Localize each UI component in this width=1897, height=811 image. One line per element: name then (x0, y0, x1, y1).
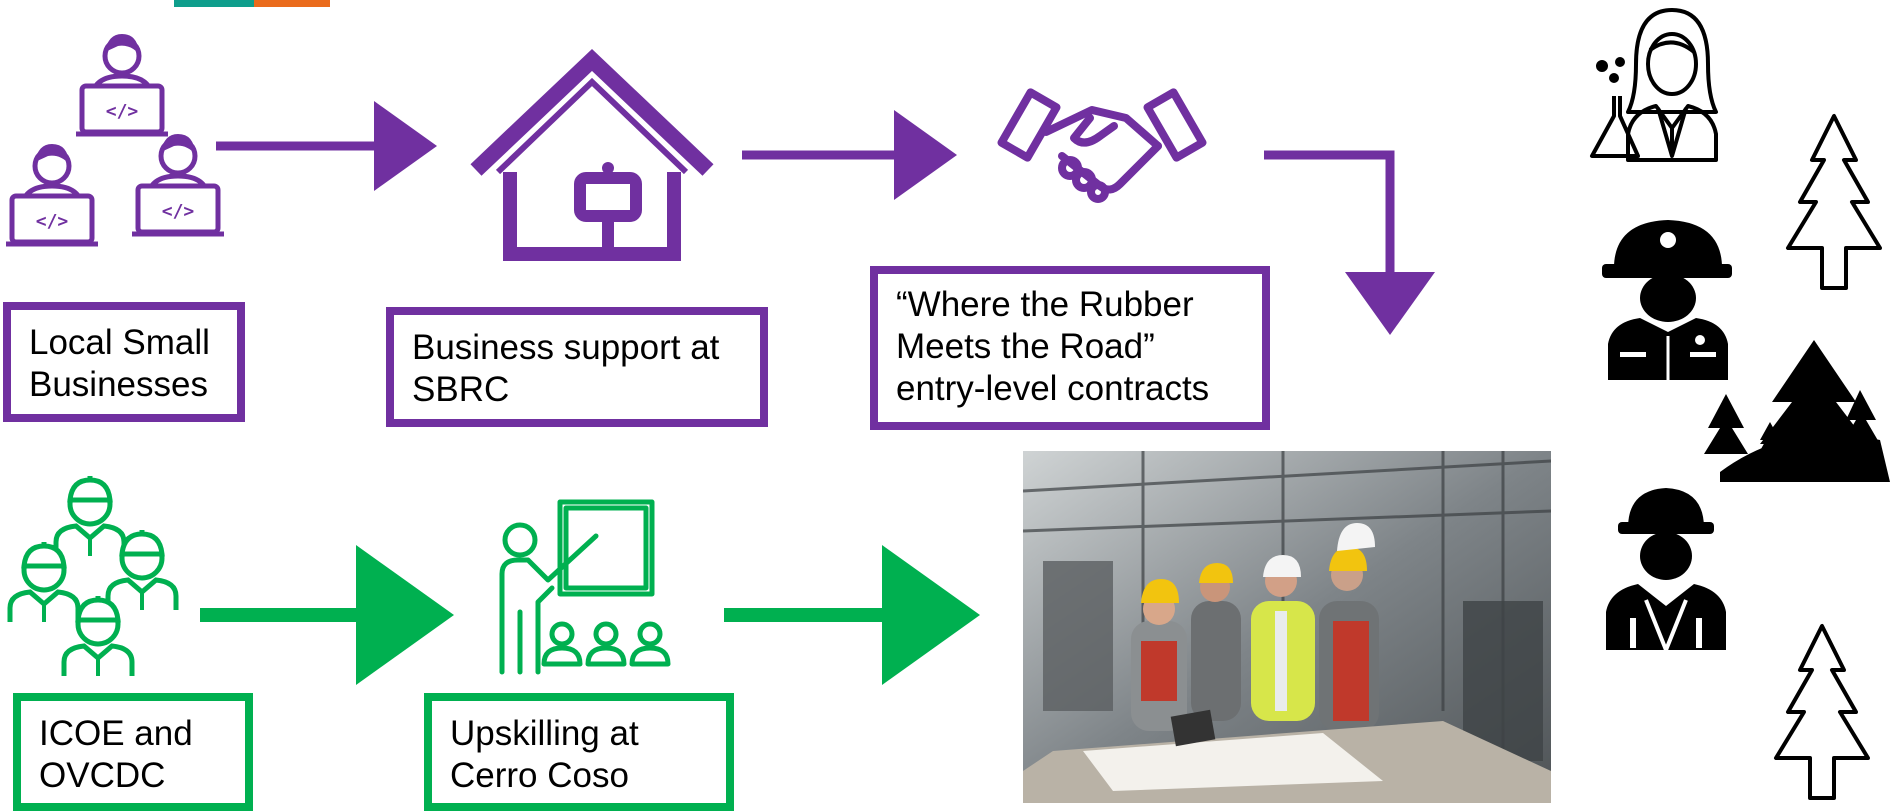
box-text-line: SBRC (412, 370, 510, 409)
box-text-line: Businesses (29, 365, 208, 404)
developers-group-icon (6, 34, 224, 244)
accent-bar-teal (174, 0, 254, 7)
box-text-line: entry-level contracts (896, 369, 1210, 408)
box-text-line: Upskilling at (450, 714, 639, 753)
house-with-sign-icon (470, 48, 714, 261)
box-text-line: OVCDC (39, 756, 166, 795)
local-small-businesses-box: Local Small Businesses (3, 302, 245, 422)
accent-bar-orange (254, 0, 330, 7)
box-text-line: “Where the Rubber (896, 285, 1194, 324)
construction-worker-icon (1606, 488, 1726, 656)
upskilling-box: Upskilling at Cerro Coso (424, 693, 734, 811)
box-text-line: Meets the Road” (896, 327, 1155, 366)
box-text-line: Business support at (412, 328, 720, 367)
business-support-box: Business support at SBRC (386, 307, 768, 427)
construction-workers-photo (1023, 451, 1551, 803)
icoe-ovcdc-box: ICOE and OVCDC (13, 693, 253, 811)
firefighter-icon (1602, 220, 1732, 380)
box-text-line: ICOE and (39, 714, 193, 753)
arrow-to-workforce (1264, 150, 1435, 335)
scientist-icon (1590, 8, 1718, 162)
handshake-icon (997, 88, 1207, 203)
teacher-presentation-icon (499, 499, 671, 675)
box-text-line: Cerro Coso (450, 756, 629, 795)
pine-tree-icon (1786, 114, 1882, 290)
pine-tree-icon (1774, 624, 1870, 800)
box-text-line: Local Small (29, 323, 210, 362)
people-group-icon (10, 476, 176, 676)
rubber-meets-road-box: “Where the Rubber Meets the Road” entry-… (870, 266, 1270, 430)
forest-hills-icon (1704, 340, 1890, 482)
